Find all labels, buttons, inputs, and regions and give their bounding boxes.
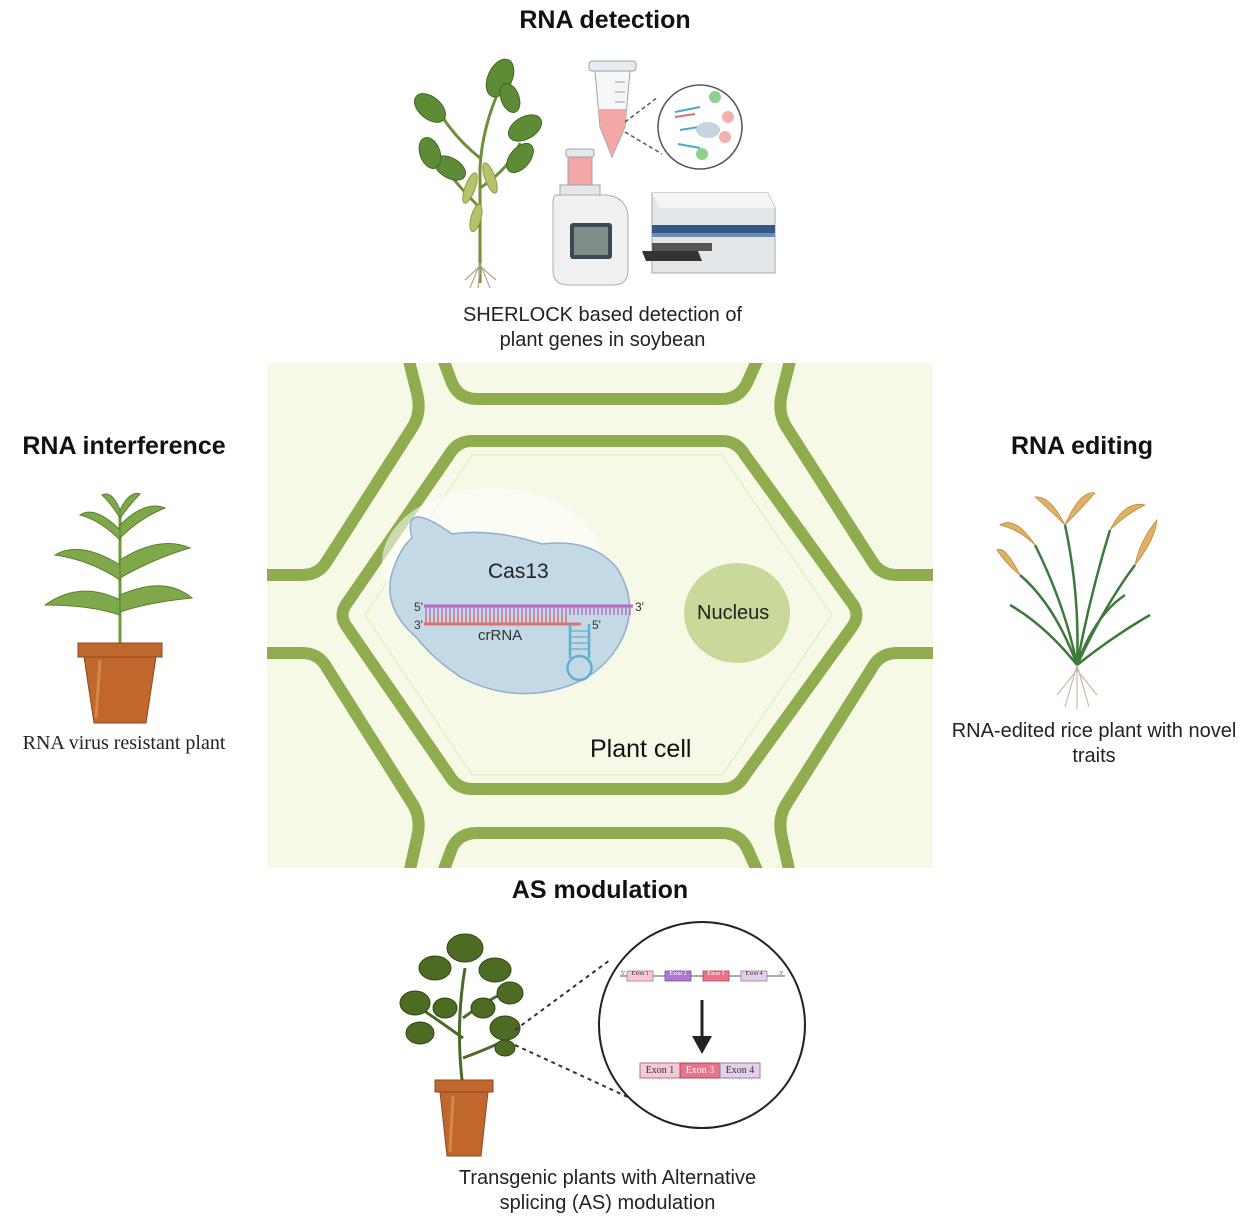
neighbor-cell-right-top bbox=[774, 363, 933, 581]
plant-cell-label: Plant cell bbox=[590, 735, 692, 763]
caption-rna-editing-line2: traits bbox=[1072, 745, 1116, 767]
crrna-strand bbox=[424, 615, 593, 682]
crrna-label: crRNA bbox=[478, 627, 523, 644]
neighbor-cell-left-top bbox=[267, 363, 425, 581]
cas13-label: Cas13 bbox=[488, 560, 549, 583]
plate-reader-icon bbox=[642, 192, 776, 274]
splicing-zoom bbox=[514, 921, 806, 1129]
end-5-top: 5' bbox=[414, 600, 423, 614]
pre-exon-2: Exon 2 bbox=[669, 971, 687, 977]
end-3-top: 3' bbox=[635, 600, 644, 614]
cell-wall bbox=[336, 435, 863, 795]
soybean-plant-icon bbox=[414, 58, 543, 288]
caption-rna-detection-line2: plant genes in soybean bbox=[499, 329, 706, 351]
caption-rna-detection-line1: SHERLOCK based detection of bbox=[462, 304, 743, 326]
rice-plant-icon bbox=[996, 492, 1158, 709]
caption-as-modulation-line2: splicing (AS) modulation bbox=[499, 1192, 716, 1214]
mature-exon-4: Exon 4 bbox=[725, 1065, 755, 1076]
fluorometer-icon bbox=[552, 148, 629, 286]
magnifier-icon bbox=[624, 84, 743, 170]
neighbor-cell-right-bottom bbox=[774, 647, 933, 868]
pre-exon-3: Exon 3 bbox=[707, 971, 725, 977]
microtube-icon bbox=[588, 60, 637, 159]
mature-exon-3: Exon 3 bbox=[685, 1065, 715, 1076]
caption-rna-editing-line1: RNA-edited rice plant with novel bbox=[951, 720, 1237, 742]
caption-as-modulation-line1: Transgenic plants with Alternative bbox=[458, 1167, 757, 1189]
heading-as-modulation: AS modulation bbox=[511, 876, 689, 904]
end-5-bottom: 5' bbox=[592, 618, 601, 632]
pre-exon-4: Exon 4 bbox=[745, 971, 763, 977]
neighbor-cell-bottom bbox=[438, 827, 763, 868]
pre-end-5: 5' bbox=[621, 971, 626, 977]
nucleus-label: Nucleus bbox=[697, 602, 770, 624]
heading-rna-interference: RNA interference bbox=[22, 432, 226, 460]
neighbor-cell-top bbox=[438, 363, 763, 405]
caption-rna-interference: RNA virus resistant plant bbox=[22, 732, 226, 754]
potted-plant-icon bbox=[43, 492, 194, 724]
nucleus bbox=[684, 563, 790, 663]
end-3-bottom: 3' bbox=[414, 618, 423, 632]
target-rna-strand bbox=[424, 604, 633, 615]
neighbor-cell-left-bottom bbox=[267, 647, 425, 868]
tomato-plant-icon bbox=[399, 933, 524, 1157]
plant-cell-diagram bbox=[267, 363, 933, 868]
pre-exon-1: Exon 1 bbox=[631, 971, 649, 977]
heading-rna-detection: RNA detection bbox=[519, 6, 691, 34]
pre-end-3: 3' bbox=[779, 971, 784, 977]
heading-rna-editing: RNA editing bbox=[1010, 432, 1154, 460]
mature-exon-1: Exon 1 bbox=[645, 1065, 675, 1076]
